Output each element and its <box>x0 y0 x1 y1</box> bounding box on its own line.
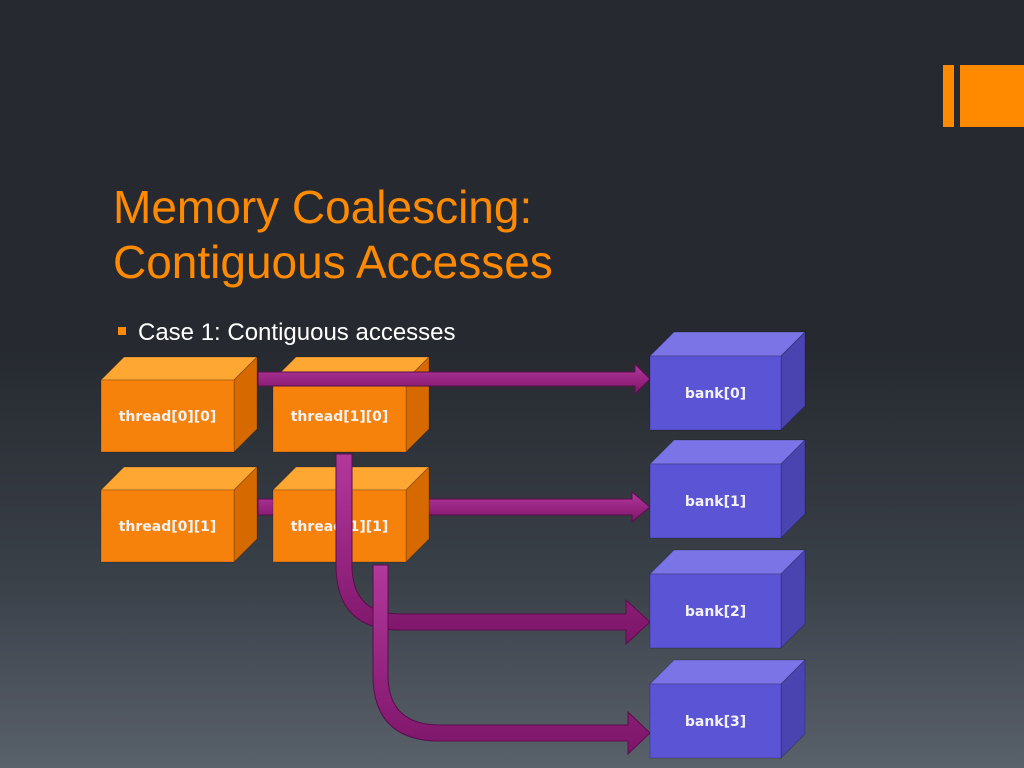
theme-logo-mark <box>943 65 1024 127</box>
bank-block-3-label: bank[3] <box>685 714 746 730</box>
arrow-thread-0-0-to-bank-0 <box>257 362 651 396</box>
arrow-thread-1-1-to-bank-3 <box>372 564 651 756</box>
bank-block-2-label: bank[2] <box>685 604 746 620</box>
bullet-item: Case 1: Contiguous accesses <box>118 318 456 348</box>
bank-block-1-label: bank[1] <box>685 494 746 510</box>
slide-title: Memory Coalescing: Contiguous Accesses <box>113 180 813 290</box>
thread-block-1: thread[1][0] <box>271 355 431 454</box>
bank-block-1: bank[1] <box>648 438 807 540</box>
bullet-square-icon <box>118 326 126 335</box>
bank-block-0: bank[0] <box>648 330 807 432</box>
bullet-text: Case 1: Contiguous accesses <box>138 319 456 346</box>
thread-block-0: thread[0][0] <box>99 355 259 454</box>
logo-block <box>960 65 1024 127</box>
title-line-2: Contiguous Accesses <box>113 236 553 288</box>
bank-block-3: bank[3] <box>648 658 807 760</box>
title-line-1: Memory Coalescing: <box>113 181 533 233</box>
bank-block-0-label: bank[0] <box>685 386 746 402</box>
logo-bar <box>943 65 954 127</box>
thread-block-2-label: thread[0][1] <box>119 519 217 535</box>
thread-block-0-label: thread[0][0] <box>119 409 217 425</box>
bank-block-2: bank[2] <box>648 548 807 650</box>
thread-block-2: thread[0][1] <box>99 465 259 564</box>
thread-block-1-label: thread[1][0] <box>291 409 389 425</box>
